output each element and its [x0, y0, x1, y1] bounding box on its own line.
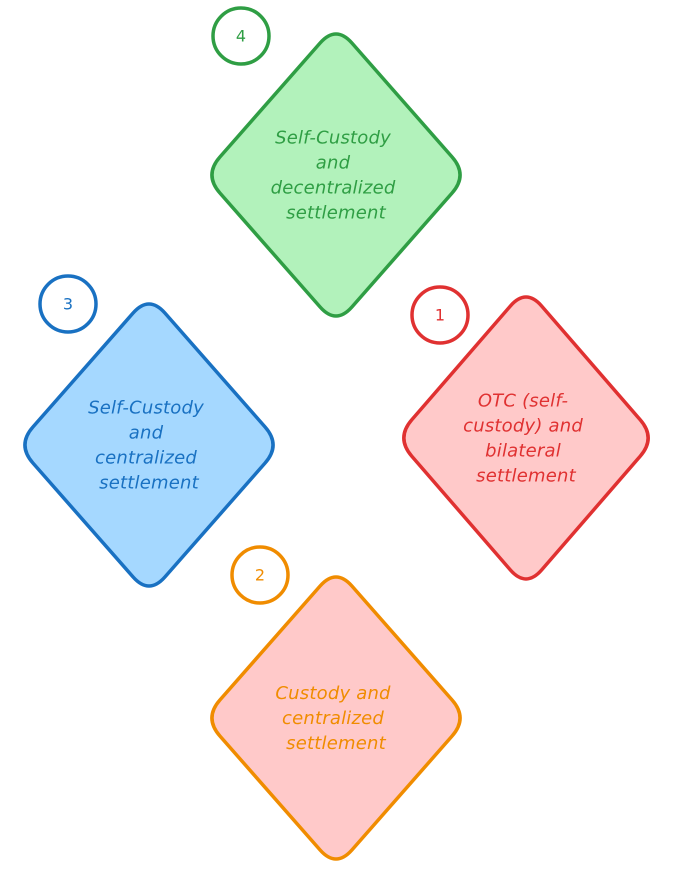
- diamond-node-3: Self-Custody and centralized settlement: [23, 302, 275, 588]
- badge-number-2: 2: [255, 566, 265, 585]
- badge-circle-4: [211, 6, 271, 66]
- diamond-label-2: Custody and centralized settlement: [275, 683, 396, 754]
- badge-circle-3: [38, 274, 98, 334]
- diamond-node-4: Self-Custody and decentralized settlemen…: [210, 32, 462, 318]
- label-line: bilateral: [485, 441, 561, 462]
- diamond-label-3: Self-Custody and centralized settlement: [88, 398, 210, 494]
- label-line: custody) and: [463, 416, 583, 437]
- label-line: centralized: [282, 708, 384, 729]
- badge-number-4: 4: [236, 27, 246, 46]
- badge-circle-2: [230, 545, 290, 605]
- badge-number-1: 1: [435, 306, 445, 325]
- label-line: settlement: [286, 733, 386, 754]
- diamond-shape-2: [210, 575, 462, 861]
- badge-2: 2: [230, 545, 290, 605]
- label-line: Self-Custody: [88, 398, 204, 419]
- diamond-label-4: Self-Custody and decentralized settlemen…: [271, 128, 402, 224]
- diamond-node-2: Custody and centralized settlement: [210, 575, 462, 861]
- label-line: Custody and: [275, 683, 391, 704]
- diamond-shape-4: [210, 32, 462, 318]
- label-line: OTC (self-: [478, 391, 568, 412]
- label-line: settlement: [99, 473, 199, 494]
- label-line: and: [129, 423, 164, 444]
- badge-1: 1: [410, 285, 470, 345]
- badge-number-3: 3: [63, 295, 73, 314]
- badge-4: 4: [211, 6, 271, 66]
- diamond-node-1: OTC (self- custody) and bilateral settle…: [402, 295, 650, 581]
- label-line: centralized: [95, 448, 197, 469]
- diamond-label-1: OTC (self- custody) and bilateral settle…: [463, 391, 589, 487]
- diamond-shape-3: [23, 302, 275, 588]
- label-line: decentralized: [271, 178, 396, 199]
- label-line: settlement: [286, 203, 386, 224]
- diamond-shape-1: [402, 295, 650, 581]
- label-line: and: [316, 153, 351, 174]
- badge-circle-1: [410, 285, 470, 345]
- badge-3: 3: [38, 274, 98, 334]
- label-line: Self-Custody: [275, 128, 391, 149]
- label-line: settlement: [476, 466, 576, 487]
